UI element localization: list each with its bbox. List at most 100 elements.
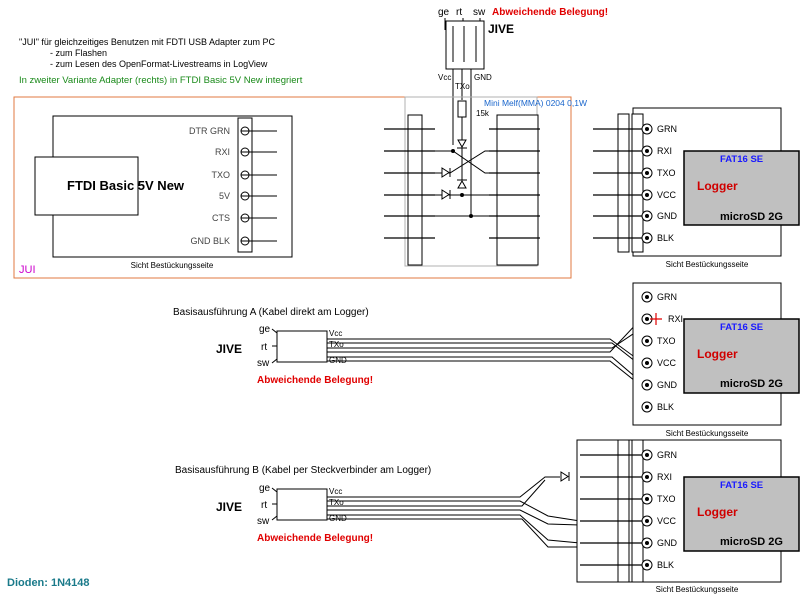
variant-a-warning: Abweichende Belegung!: [257, 375, 373, 386]
logger-pin-label: GND: [657, 380, 678, 390]
logger-pin-label: RXI: [668, 314, 683, 324]
fat-label: FAT16 SE: [720, 480, 763, 491]
variant-b-plug: [276, 488, 328, 521]
cable-wire: [327, 360, 641, 386]
top-jive-connector: ge rt sw Abweichende Belegung! JIVE Vcc …: [438, 7, 608, 216]
variant-a-title: Basisausführung A (Kabel direkt am Logge…: [173, 307, 369, 318]
logger-pin-label: GRN: [657, 450, 677, 460]
sd-label: microSD 2G: [720, 536, 783, 548]
diode: [560, 471, 569, 482]
logger-1-pins: GRN RXI TXO VCC GND BLK: [593, 123, 678, 244]
jui-label: JUI: [19, 264, 36, 276]
cable-wire: [327, 514, 581, 544]
resistor-note: Mini Melf(MMA) 0204 0,1W: [484, 98, 587, 108]
wire-label-sw: sw: [257, 516, 270, 527]
logger-caption: Sicht Bestückungsseite: [666, 429, 749, 438]
cable-wire: [327, 500, 581, 522]
jive-plug-body: [445, 20, 485, 70]
variant-a-plug: [276, 330, 328, 363]
logger-pin-label: BLK: [657, 402, 674, 412]
resistor: [457, 100, 467, 118]
pin-label-rt: rt: [456, 7, 462, 18]
ftdi-pin-label: GND BLK: [190, 236, 230, 246]
cable-wire: [327, 342, 641, 366]
logger-label: Logger: [697, 179, 738, 193]
ftdi-caption: Sicht Bestückungsseite: [131, 261, 214, 270]
wire-label-ge: ge: [259, 324, 271, 335]
logger-pin-label: VCC: [657, 516, 677, 526]
signal-vcc: Vcc: [438, 73, 451, 82]
cable-wire: [327, 518, 580, 548]
cable-wire: [327, 509, 581, 526]
logger-caption: Sicht Bestückungsseite: [656, 585, 739, 594]
sd-card: [683, 318, 800, 394]
logger-pin-label: BLK: [657, 233, 674, 243]
adapter-rows: [384, 128, 540, 239]
sd-label: microSD 2G: [720, 211, 783, 223]
logger-header-left: [617, 439, 630, 583]
ftdi-pin-label: CTS: [212, 213, 230, 223]
logger-3-pins: GRN RXI TXO VCC GND BLK: [580, 449, 678, 571]
intro-line-4: In zweiter Variante Adapter (rechts) in …: [19, 75, 303, 86]
ftdi-pin-label: TXO: [211, 170, 230, 180]
sd-label: microSD 2G: [720, 378, 783, 390]
logger-pin-label: RXI: [657, 146, 672, 156]
logger-caption: Sicht Bestückungsseite: [666, 260, 749, 269]
fat-label: FAT16 SE: [720, 322, 763, 333]
wire-label-ge: ge: [259, 483, 271, 494]
top-warning: Abweichende Belegung!: [492, 7, 608, 18]
signal-txo: TXo: [455, 82, 470, 91]
wire: [271, 487, 278, 493]
wire-label-sw: sw: [257, 358, 270, 369]
ftdi-header: [237, 117, 253, 253]
ftdi-pin-label: 5V: [219, 191, 230, 201]
logger-label: Logger: [697, 505, 738, 519]
ftdi-pin-label: DTR GRN: [189, 126, 230, 136]
fat-label: FAT16 SE: [720, 154, 763, 165]
wire: [435, 150, 489, 174]
wire: [271, 515, 278, 521]
logger-pin-label: TXO: [657, 494, 676, 504]
logger-pin-label: GND: [657, 211, 678, 221]
signal-gnd: GND: [474, 73, 492, 82]
variant-b-warning: Abweichende Belegung!: [257, 533, 373, 544]
variant-a-jive: JIVE: [216, 342, 242, 356]
cable-wire: [327, 479, 546, 507]
intro-line-3: - zum Lesen des OpenFormat-Livestreams i…: [50, 59, 268, 69]
logger-2: FAT16 SE Logger microSD 2G GRN RXI TXO V…: [632, 282, 800, 438]
logger-pin-label: RXI: [657, 472, 672, 482]
wire: [271, 328, 278, 334]
top-jive-title: JIVE: [488, 22, 514, 36]
ftdi-pin-label: RXI: [215, 147, 230, 157]
diode: [457, 179, 467, 189]
ftdi-pin-circles: [240, 126, 277, 246]
logger-3: FAT16 SE Logger microSD 2G GRN RXI TXO V…: [576, 439, 800, 594]
variant-b-jive: JIVE: [216, 500, 242, 514]
variant-b: Basisausführung B (Kabel per Steckverbin…: [175, 465, 581, 548]
diodes-note: Dioden: 1N4148: [7, 577, 90, 589]
jui-border: [13, 96, 572, 279]
sd-card: [683, 476, 800, 552]
intro-line-2: - zum Flashen: [50, 48, 107, 58]
intro-text: "JUI" für gleichzeitiges Benutzen mit FD…: [19, 37, 303, 86]
variant-a-signal: TXo: [329, 340, 344, 349]
resistor-value: 15k: [476, 109, 490, 118]
cable-wire: [327, 338, 641, 362]
sd-card: [683, 150, 800, 226]
logger-pin-label: TXO: [657, 168, 676, 178]
logger-pin-label: GRN: [657, 292, 677, 302]
jui-box: JUI FTDI Basic 5V New DTR GRN RXI TXO 5V…: [13, 96, 587, 279]
cut-mark: [650, 313, 662, 325]
logger-pin-label: VCC: [657, 190, 677, 200]
junction: [469, 214, 473, 218]
junction: [460, 193, 464, 197]
diode: [441, 189, 450, 200]
logger-pin-label: BLK: [657, 560, 674, 570]
adapter-header-right: [496, 114, 539, 266]
logger-pin-label: GRN: [657, 124, 677, 134]
junction: [451, 149, 455, 153]
diode: [457, 139, 467, 149]
logger-header-right: [631, 439, 644, 583]
variant-b-signal: TXo: [329, 498, 344, 507]
